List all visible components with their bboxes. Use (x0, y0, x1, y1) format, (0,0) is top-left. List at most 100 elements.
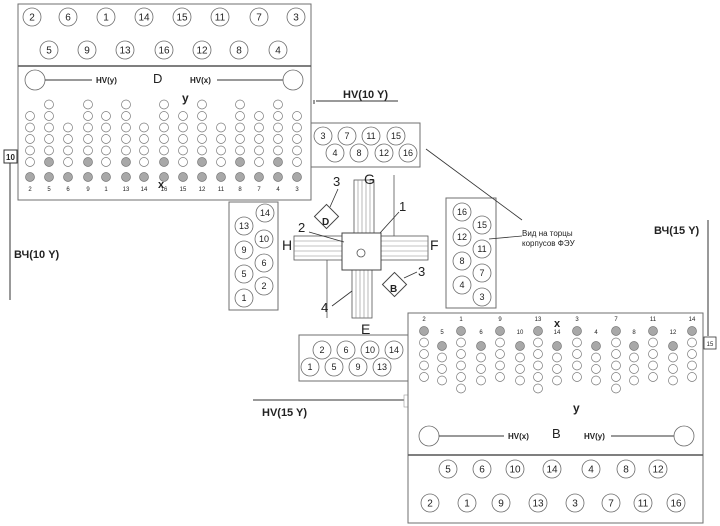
panel-d-hv-y-connector (24, 69, 46, 91)
box-r-7-circle (472, 287, 492, 307)
panel-b-pin-col2-1 (456, 337, 466, 348)
box-tr-row2-3-circle (398, 143, 418, 163)
panel-d-pin-label-8: 15 (180, 187, 187, 193)
box-tr-row1-3-circle (386, 126, 406, 146)
box-r-5-circle (472, 263, 492, 283)
panel-d-top-row1-6-circle (249, 7, 269, 27)
panel-d-pin-col2-2 (63, 134, 73, 144)
panel-d-pin-col8-1 (178, 145, 188, 156)
panel-d-pin-label-11: 8 (238, 187, 242, 193)
panel-d-pin-col0-0 (25, 157, 35, 167)
panel-d-pin-col7-5 (159, 99, 169, 110)
panel-b-axis-y: y (573, 401, 580, 415)
box-b-row1-3-circle (384, 340, 404, 360)
box-l-6-circle (254, 276, 274, 296)
box-b-row1-2-label: 10 (365, 345, 375, 355)
panel-d-pin-col14-4 (292, 111, 302, 121)
panel-d-pin-col11-1 (235, 145, 245, 156)
panel-b-pin-col14-0 (687, 326, 697, 336)
panel-d-pin-col10-filled (216, 172, 226, 182)
panel-b-pin-label-3: 6 (479, 330, 483, 336)
panel-b-pin-col9-2 (591, 364, 601, 374)
panel-d-pin-col8-4 (178, 111, 188, 121)
panel-d-pin-col3-0 (83, 157, 93, 167)
panel-b-pin-col6-3 (533, 360, 543, 371)
panel-d-pin-col2-1 (63, 145, 73, 156)
panel-b-pin-label-2: 1 (459, 317, 463, 323)
box-l-3-circle (234, 240, 254, 260)
panel-d-pin-col5-4 (121, 111, 131, 121)
panel-b-bottom-row2-3-label: 13 (532, 499, 544, 510)
panel-b-pin-label-5: 10 (517, 330, 524, 336)
box-tr-row1-1-circle (337, 126, 357, 146)
panel-d-pin-col7-3 (159, 122, 169, 133)
panel-d-pin-col13-filled (273, 172, 283, 182)
panel-b-pin-col5-3 (515, 375, 525, 386)
panel-d-hv-x-label: HV(x) (190, 76, 211, 85)
panel-b-bottom-row2-4-label: 3 (572, 499, 578, 510)
center-d-label: D (322, 217, 329, 228)
panel-b-pin-col2-5 (456, 383, 466, 394)
panel-d-top-row1-0-label: 2 (29, 13, 35, 24)
panel-d-pin-col0-4 (25, 111, 35, 121)
panel-d-pin-col4-1 (101, 145, 111, 156)
callout-1: 1 (399, 199, 406, 214)
view-note-line-2: корпусов ФЭУ (522, 239, 576, 248)
box-l-3-label: 9 (241, 245, 246, 255)
panel-d-axis-x: x (158, 179, 165, 191)
panel-d-pin-col11-5 (235, 99, 245, 110)
callout-2: 2 (298, 220, 305, 235)
panel-b-bottom-row2-0-circle (420, 493, 440, 513)
panel-d-pin-col13-5 (273, 99, 283, 110)
panel-b-pin-col11-1 (629, 352, 639, 363)
panel-d-pin-col10-1 (216, 145, 226, 156)
hv-10y-label: HV(10 Y) (343, 89, 388, 101)
panel-b-pin-col8-2 (572, 349, 582, 359)
panel-d-pin-col12-filled (254, 172, 264, 182)
panel-b-pin-col13-1 (668, 352, 678, 363)
box-l-7-label: 1 (241, 293, 246, 303)
panel-d-pin-label-10: 11 (218, 187, 225, 193)
panel-d-pin-col8-0 (178, 157, 188, 167)
panel-d-top-row1-3-circle (134, 7, 154, 27)
panel-d-pin-col11-4 (235, 111, 245, 121)
panel-d-pin-col3-1 (83, 145, 93, 156)
panel-b-pin-col8-3 (572, 360, 582, 371)
panel-b-bottom-row2-1-label: 1 (464, 499, 470, 510)
vch-10y-label: ВЧ(10 Y) (14, 249, 60, 261)
panel-d-pin-col14-0 (292, 157, 302, 167)
axis-e-label: E (361, 321, 370, 337)
panel-d-pin-col1-filled (44, 172, 54, 182)
panel-d-pin-col9-2 (197, 134, 207, 144)
panel-b-pin-col7-3 (552, 375, 562, 386)
panel-b-pin-col8-1 (572, 337, 582, 348)
panel-d-pin-label-12: 7 (257, 187, 261, 193)
panel-b-pin-col6-0 (533, 326, 543, 336)
panel-d-top-row1-1-circle (58, 7, 78, 27)
panel-d-pin-col1-4 (44, 111, 54, 121)
panel-b-pin-label-7: 14 (554, 330, 561, 336)
panel-b-pin-col6-5 (533, 383, 543, 394)
box-tr-row2-0-label: 4 (332, 148, 337, 158)
panel-d-letter: D (153, 71, 162, 86)
panel-d-pin-col10-0 (216, 157, 226, 167)
panel-d-pin-col10-3 (216, 122, 226, 133)
center-b-label: B (390, 284, 397, 295)
panel-d-pin-col6-0 (139, 157, 149, 167)
panel-b-pin-col13-3 (668, 375, 678, 386)
box-b-row2-3-circle (372, 357, 392, 377)
panel-d-pin-col4-2 (101, 134, 111, 144)
panel-b-hv-x-connector (418, 425, 440, 447)
panel-b-pin-col10-0 (611, 326, 621, 336)
panel-d-top-row1-2-circle (96, 7, 116, 27)
panel-b-pin-col9-3 (591, 375, 601, 386)
box-tr-row2-0-circle (325, 143, 345, 163)
panel-d-top-row2-0-circle (39, 40, 59, 60)
panel-b-pin-col2-3 (456, 360, 466, 371)
panel-b-bottom-row1-4-label: 4 (588, 465, 594, 476)
box-b-row2-0-label: 1 (307, 362, 312, 372)
panel-b-pin-col13-0 (668, 341, 678, 351)
panel-b-pin-label-9: 4 (594, 330, 598, 336)
